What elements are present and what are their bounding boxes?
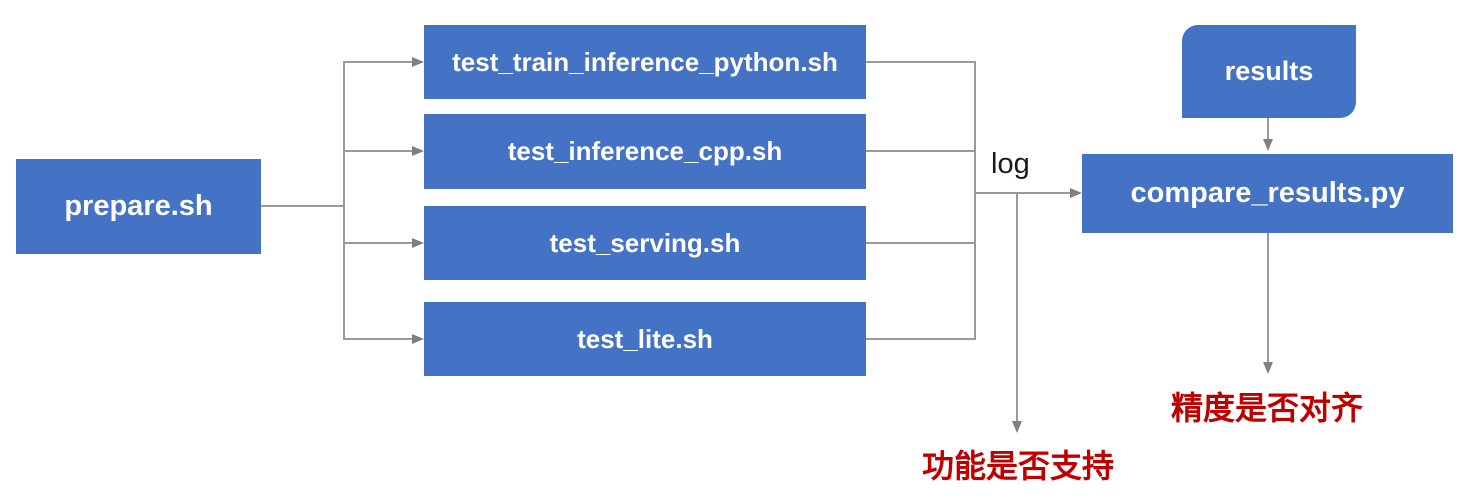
node-test-inference-cpp-sh-label: test_inference_cpp.sh (507, 136, 783, 166)
collector-spine-right (974, 61, 976, 340)
annotation-precision-alignment: 精度是否对齐 (1170, 390, 1364, 426)
node-compare-results-py: compare_results.py (1082, 154, 1453, 233)
arrowhead-into-compare-icon (1070, 188, 1082, 198)
arrowhead-into-test3-icon (412, 238, 424, 248)
node-test-lite-sh: test_lite.sh (424, 302, 866, 376)
connector-compare-down (1267, 233, 1269, 363)
arrowhead-precision-icon (1263, 362, 1273, 374)
edge-label-log: log (991, 148, 1030, 180)
node-test-train-inference-python-sh: test_train_inference_python.sh (424, 25, 866, 99)
connector-spine-to-test4 (343, 338, 412, 340)
connector-spine-to-test3 (343, 242, 412, 244)
connector-spine-to-test1 (343, 61, 412, 63)
arrowhead-into-test4-icon (412, 334, 424, 344)
node-results-label: results (1224, 56, 1314, 86)
node-test-train-inference-python-sh-label: test_train_inference_python.sh (452, 46, 838, 77)
node-results: results (1182, 25, 1356, 118)
connector-test2-to-collector (866, 150, 976, 152)
node-test-serving-sh-label: test_serving.sh (549, 227, 741, 258)
node-test-serving-sh: test_serving.sh (424, 206, 866, 280)
arrowhead-into-test1-icon (412, 57, 424, 67)
connector-spine-to-test2 (343, 150, 412, 152)
connector-test4-to-collector (866, 338, 976, 340)
connector-prepare-to-spine (261, 205, 343, 207)
branch-spine-left (343, 61, 345, 340)
annotation-function-support: 功能是否支持 (921, 448, 1115, 484)
arrowhead-function-support-icon (1012, 421, 1022, 433)
node-prepare-sh-label: prepare.sh (64, 190, 213, 222)
connector-test3-to-collector (866, 242, 976, 244)
arrowhead-into-test2-icon (412, 146, 424, 156)
connector-log-to-compare (974, 192, 1070, 194)
connector-results-to-compare (1267, 118, 1269, 140)
node-prepare-sh: prepare.sh (16, 159, 261, 254)
connector-log-down (1016, 192, 1018, 421)
connector-test1-to-collector (866, 61, 976, 63)
node-compare-results-py-label: compare_results.py (1130, 177, 1405, 209)
arrowhead-into-compare-top-icon (1263, 139, 1273, 151)
node-test-inference-cpp-sh: test_inference_cpp.sh (424, 114, 866, 189)
node-test-lite-sh-label: test_lite.sh (577, 323, 713, 354)
